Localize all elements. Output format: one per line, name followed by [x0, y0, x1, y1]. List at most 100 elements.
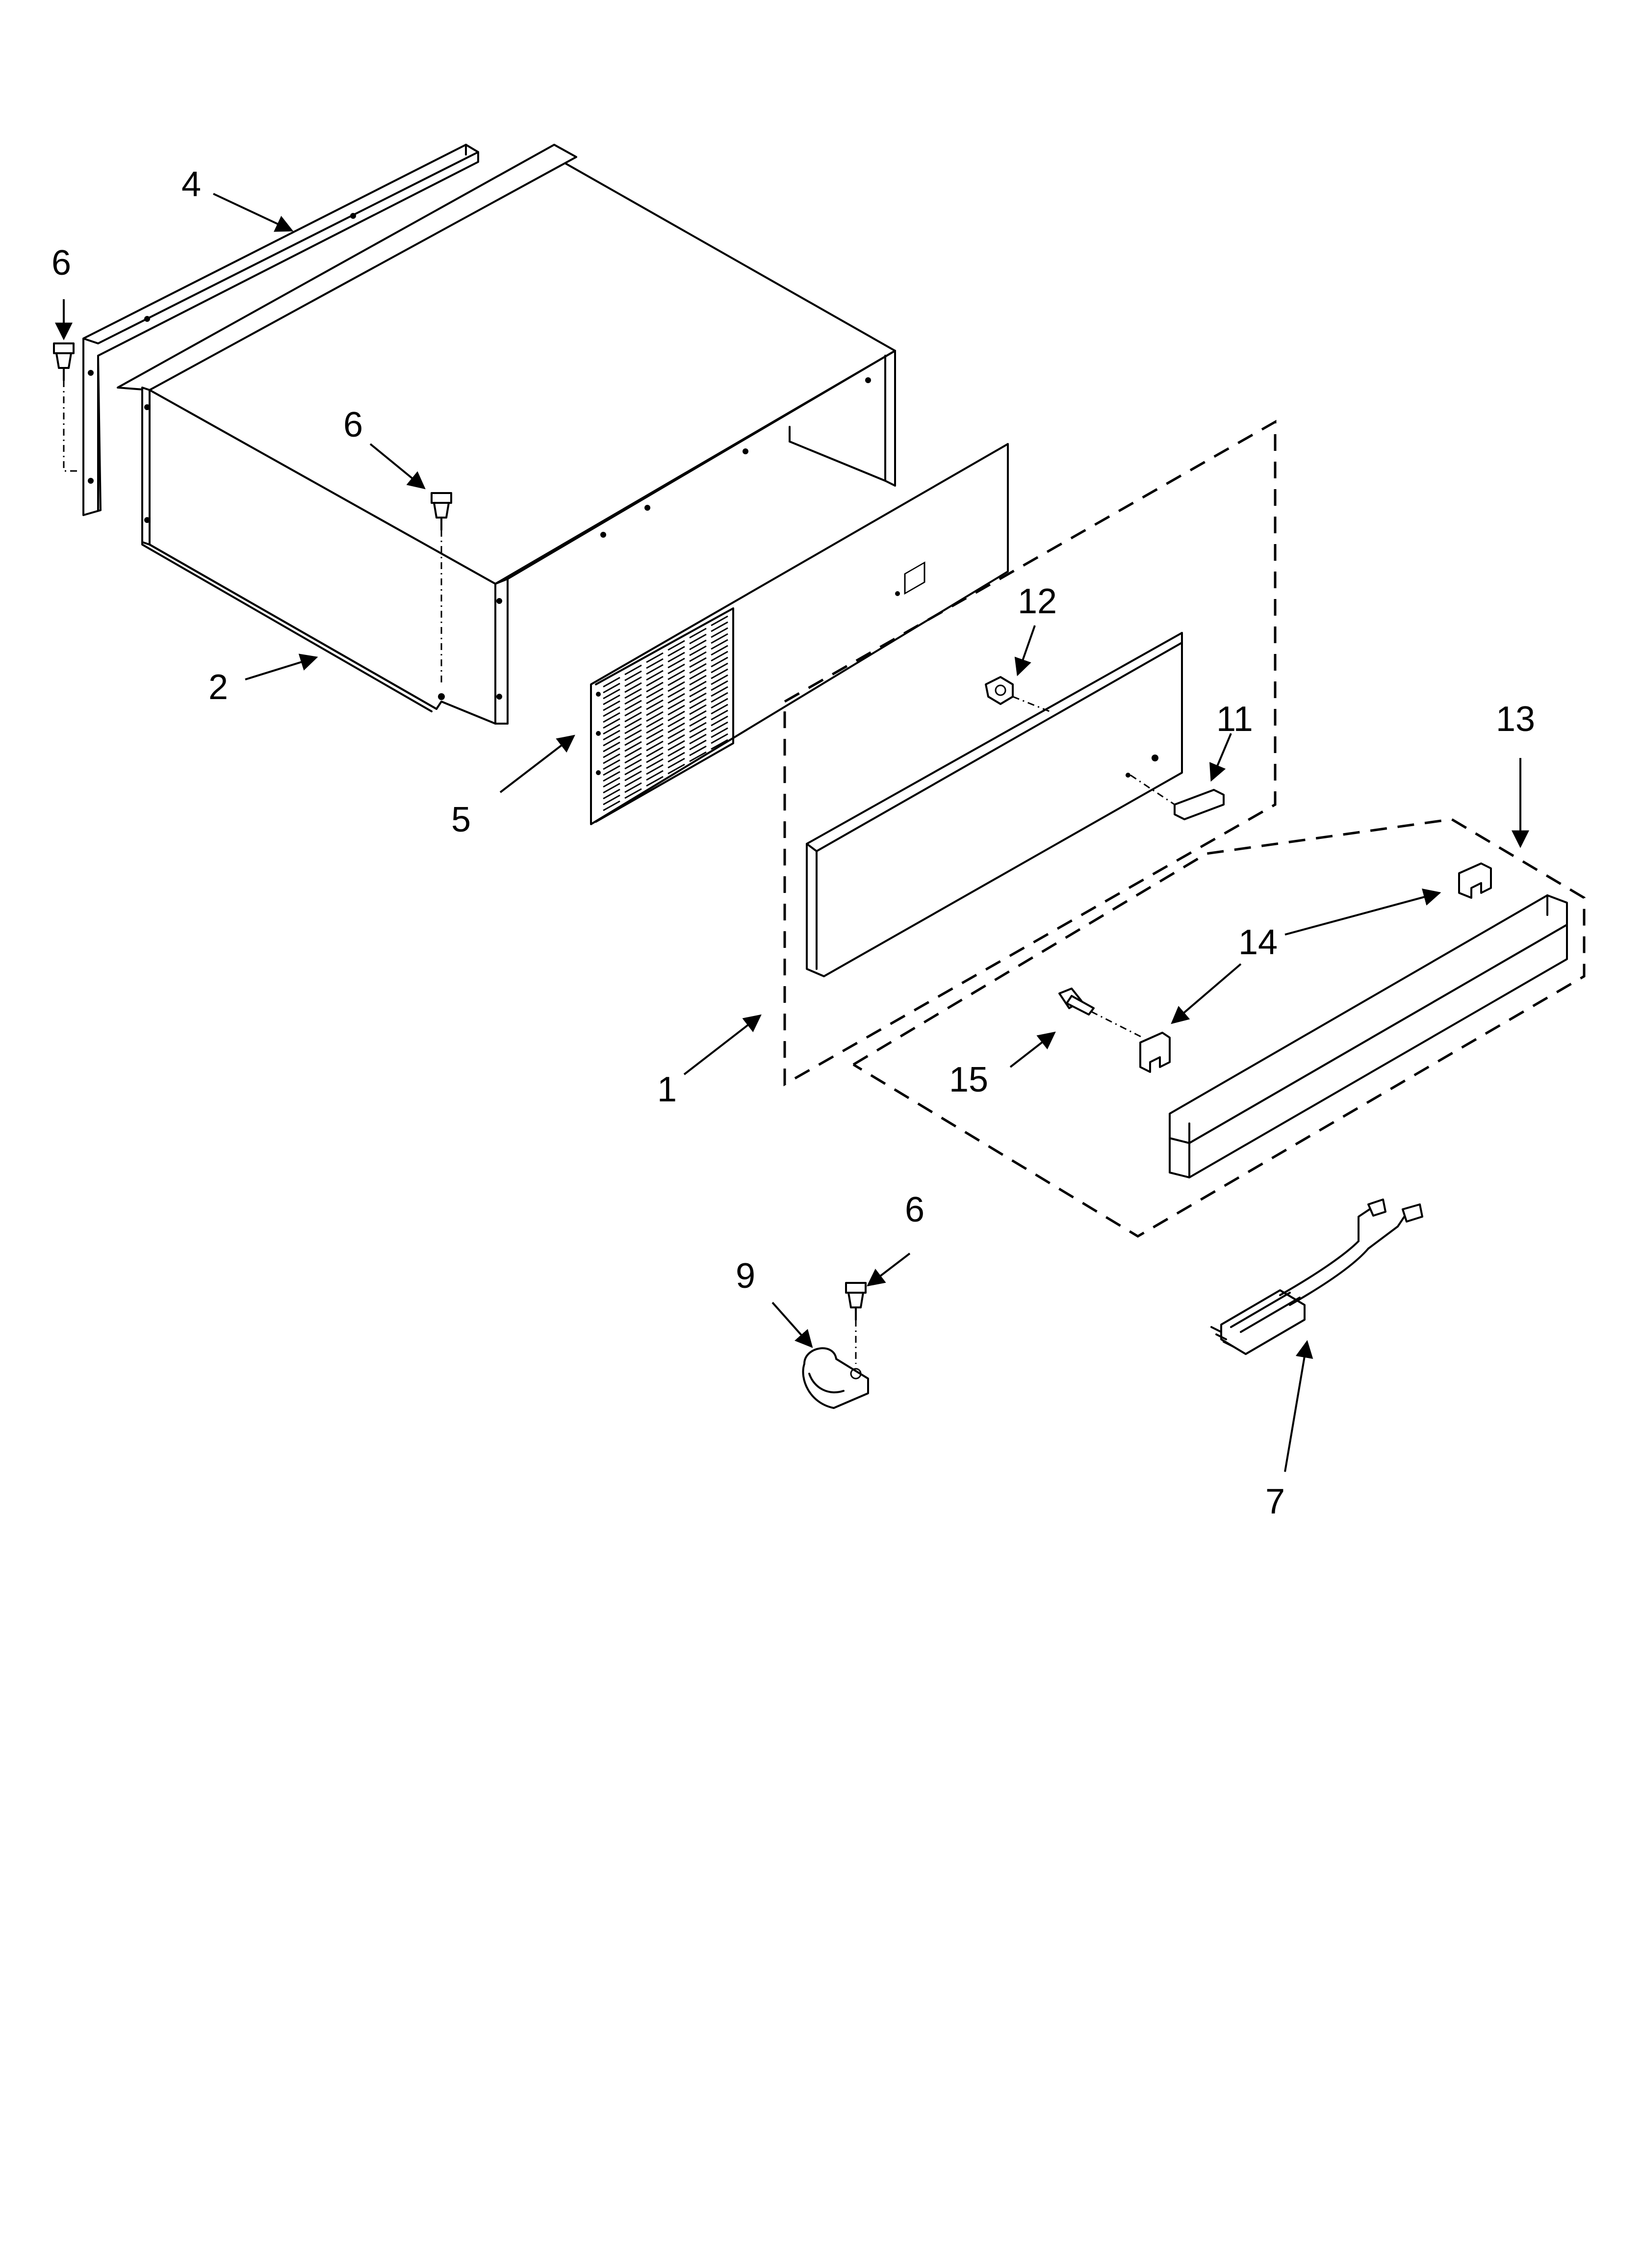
grille-louver [646, 734, 664, 746]
part-4-rear-rail [82, 144, 479, 516]
grille-louver [646, 693, 664, 704]
grille-louver [624, 717, 642, 729]
grille-louver [667, 704, 685, 716]
grille-louver [711, 709, 728, 721]
grille-louver [624, 753, 642, 764]
grille-louver [667, 716, 685, 728]
grille-louver [667, 757, 685, 769]
grille-louver [624, 682, 642, 693]
grille-louver [689, 645, 707, 656]
grille-louver [624, 694, 642, 705]
part-11-clip [1130, 774, 1225, 820]
grille-louver [667, 652, 685, 663]
grille-louver [603, 682, 620, 694]
callout-5: 5 [451, 800, 471, 839]
part-2-enclosure [117, 144, 896, 725]
grille-louver [667, 663, 685, 675]
grille-louver [646, 705, 664, 716]
grille-louver [646, 652, 664, 663]
grille-louver [603, 724, 620, 735]
grille-louver [711, 721, 728, 732]
callout-7: 7 [1265, 1482, 1285, 1521]
grille-louver [646, 699, 664, 710]
grille-louver [711, 621, 728, 632]
grille-louver [667, 746, 685, 757]
grille-louver [667, 646, 685, 657]
grille-louver [689, 657, 707, 668]
grille-louver [711, 715, 728, 727]
callout-labels: 4 6 6 2 5 12 11 13 14 15 1 6 9 7 [51, 165, 1535, 1521]
grille-louver [667, 657, 685, 669]
grille-louver [689, 728, 707, 739]
grille-louver [711, 692, 728, 703]
grille-louver [711, 674, 728, 685]
grille-louver [603, 777, 620, 788]
grille-louver [667, 693, 685, 704]
grille-louver [603, 794, 620, 806]
part-5-grille [590, 443, 1009, 825]
part-14-bracket-upper [1458, 862, 1492, 899]
grille-louver [689, 739, 707, 751]
grille-louver [667, 722, 685, 733]
grille-louver [711, 633, 728, 644]
grille-louver [646, 770, 664, 781]
grille-louver [624, 729, 642, 740]
grille-louver [624, 758, 642, 770]
grille-louver [624, 788, 642, 799]
callout-2: 2 [208, 668, 228, 707]
grille-louver [646, 676, 664, 687]
callout-14: 14 [1238, 923, 1278, 962]
part-1-assembly-outline [783, 419, 1586, 1238]
callout-6-top: 6 [343, 405, 363, 444]
grille-louver [646, 776, 664, 787]
grille-louver [689, 663, 707, 674]
grille-louver [711, 615, 728, 626]
grille-louver [603, 712, 620, 723]
grille-louver [603, 688, 620, 700]
kick-panel [806, 632, 1183, 977]
part-7-harness [1210, 1199, 1423, 1355]
callout-12: 12 [1018, 582, 1057, 621]
grille-louver [646, 758, 664, 769]
grille-louver [667, 763, 685, 775]
grille-louver [667, 710, 685, 722]
grille-louver [603, 706, 620, 717]
grille-louver [689, 710, 707, 721]
grille-louver [646, 658, 664, 669]
grille-louver [689, 716, 707, 727]
grille-louver [603, 730, 620, 741]
grille-louver [603, 735, 620, 747]
grille-louver [624, 764, 642, 776]
grille-louver [667, 740, 685, 751]
grille-louver [624, 705, 642, 717]
leader-arrows [55, 193, 1529, 1472]
grille-louver [689, 686, 707, 698]
grille-louver [711, 727, 728, 738]
grille-louver [624, 776, 642, 787]
grille-louver [689, 698, 707, 709]
grille-louver [624, 782, 642, 793]
grille-louver [689, 633, 707, 645]
grille-louver [667, 675, 685, 686]
grille-louver [624, 747, 642, 758]
grille-louver [711, 733, 728, 744]
grille-louver [689, 751, 707, 762]
grille-louver [624, 700, 642, 711]
grille-louver [667, 699, 685, 710]
grille-louver [667, 734, 685, 745]
grille-louver [646, 740, 664, 752]
grille-louver [646, 681, 664, 693]
grille-louver [603, 694, 620, 705]
grille-louver [603, 677, 620, 688]
grille-louver [711, 651, 728, 662]
callout-13: 13 [1496, 700, 1535, 739]
grille-louver [711, 668, 728, 679]
grille-louver [711, 704, 728, 715]
grille-louver [689, 639, 707, 651]
grille-louver [711, 698, 728, 709]
grille-louver [667, 728, 685, 739]
grille-louver [603, 718, 620, 729]
grille-louver [646, 752, 664, 763]
callout-9: 9 [736, 1256, 755, 1296]
